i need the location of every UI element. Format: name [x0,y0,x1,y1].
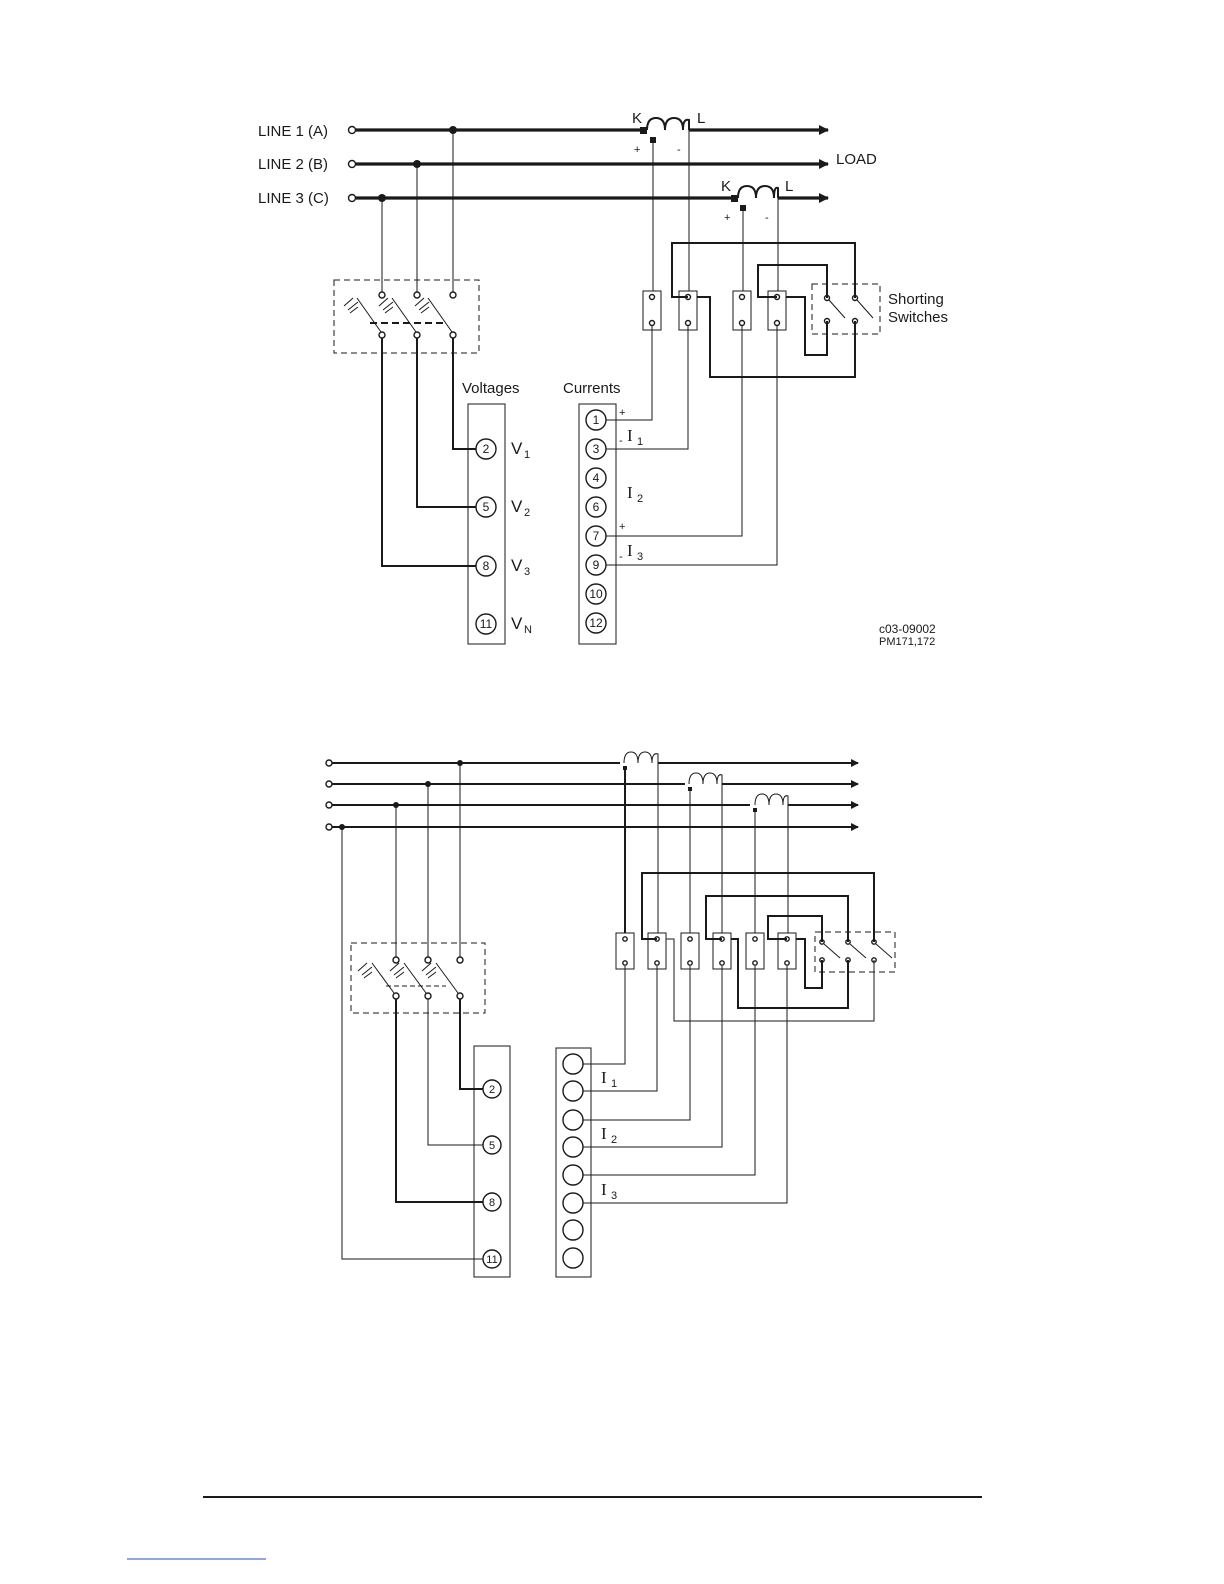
v-terminal-2: 2 [483,442,490,456]
ct1-l-label: L [697,110,705,127]
ct3-minus: - [765,212,769,224]
v3-sub: 3 [524,566,530,578]
voltages-title: Voltages [462,380,520,397]
v-terminal-8: 8 [483,559,490,573]
diagram-model: PM171,172 [879,636,935,648]
v-terminal-11: 11 [480,617,493,631]
current-transformer-3: K L + - [721,178,793,224]
bus-lines [349,126,829,202]
line-1-label: LINE 1 (A) [258,123,328,140]
i2-sub-2: 2 [611,1134,617,1146]
i2-sub: 2 [637,493,643,505]
line-3-label: LINE 3 (C) [258,190,329,207]
load-label: LOAD [836,151,877,168]
bus-lines-2 [326,752,858,830]
i-terminal-1: 1 [593,413,600,427]
i3-sub: 3 [637,551,643,563]
vn-label: V [511,614,523,633]
current-transformer-1: K L + - [632,110,705,156]
ct1-minus: - [677,144,681,156]
v1-label: V [511,439,523,458]
i3-label-2: I [601,1180,607,1199]
i1-label: I [627,426,633,445]
voltage-wires [382,338,478,566]
shorting-label-1: Shorting [888,291,944,308]
voltage-terminal-block-2: 2 5 8 11 [474,1046,510,1277]
v2-terminal-11: 11 [486,1254,497,1266]
v-terminal-5: 5 [483,500,490,514]
i-terminal-3: 3 [593,442,600,456]
v2-terminal-2: 2 [489,1084,495,1096]
diagram-2: 2 5 8 11 [326,752,895,1277]
voltage-terminal-block: Voltages 2 5 8 11 V 1 V 2 V 3 V N [462,380,532,644]
i-terminal-9: 9 [593,558,600,572]
i3-label: I [627,541,633,560]
diagram-code: c03-09002 [879,622,936,636]
i-terminal-12: 12 [589,616,603,630]
i2-label: I [627,483,633,502]
i-terminal-4: 4 [593,471,600,485]
i1-plus: + [619,407,625,419]
v3-label: V [511,556,523,575]
v2-label: V [511,497,523,516]
v1-sub: 1 [524,449,530,461]
diagram-1: LINE 1 (A) LINE 2 (B) LINE 3 (C) LOAD K … [258,110,948,648]
i3-plus: + [619,521,625,533]
voltage-disconnect-switch-2 [351,763,485,1013]
i2-label-2: I [601,1124,607,1143]
ct3-k-label: K [721,178,731,195]
ct1-k-label: K [632,110,642,127]
i1-label-2: I [601,1068,607,1087]
vn-sub: N [524,624,532,636]
i1-minus: - [619,435,623,447]
line-2-label: LINE 2 (B) [258,156,328,173]
ct3-plus: + [724,212,730,224]
i3-minus: - [619,551,623,563]
i-terminal-7: 7 [593,529,600,543]
voltage-wires-2 [342,827,484,1259]
i-terminal-6: 6 [593,500,600,514]
v2-sub: 2 [524,507,530,519]
i1-sub-2: 1 [611,1078,617,1090]
i1-sub: 1 [637,436,643,448]
i-terminal-10: 10 [589,587,603,601]
currents-title: Currents [563,380,621,397]
ct1-plus: + [634,144,640,156]
v2-terminal-8: 8 [489,1197,495,1209]
current-terminal-block-2: I 1 I 2 I 3 [556,1048,617,1277]
v2-terminal-5: 5 [489,1140,495,1152]
i3-sub-2: 3 [611,1190,617,1202]
ct3-l-label: L [785,178,793,195]
shorting-label-2: Switches [888,309,948,326]
